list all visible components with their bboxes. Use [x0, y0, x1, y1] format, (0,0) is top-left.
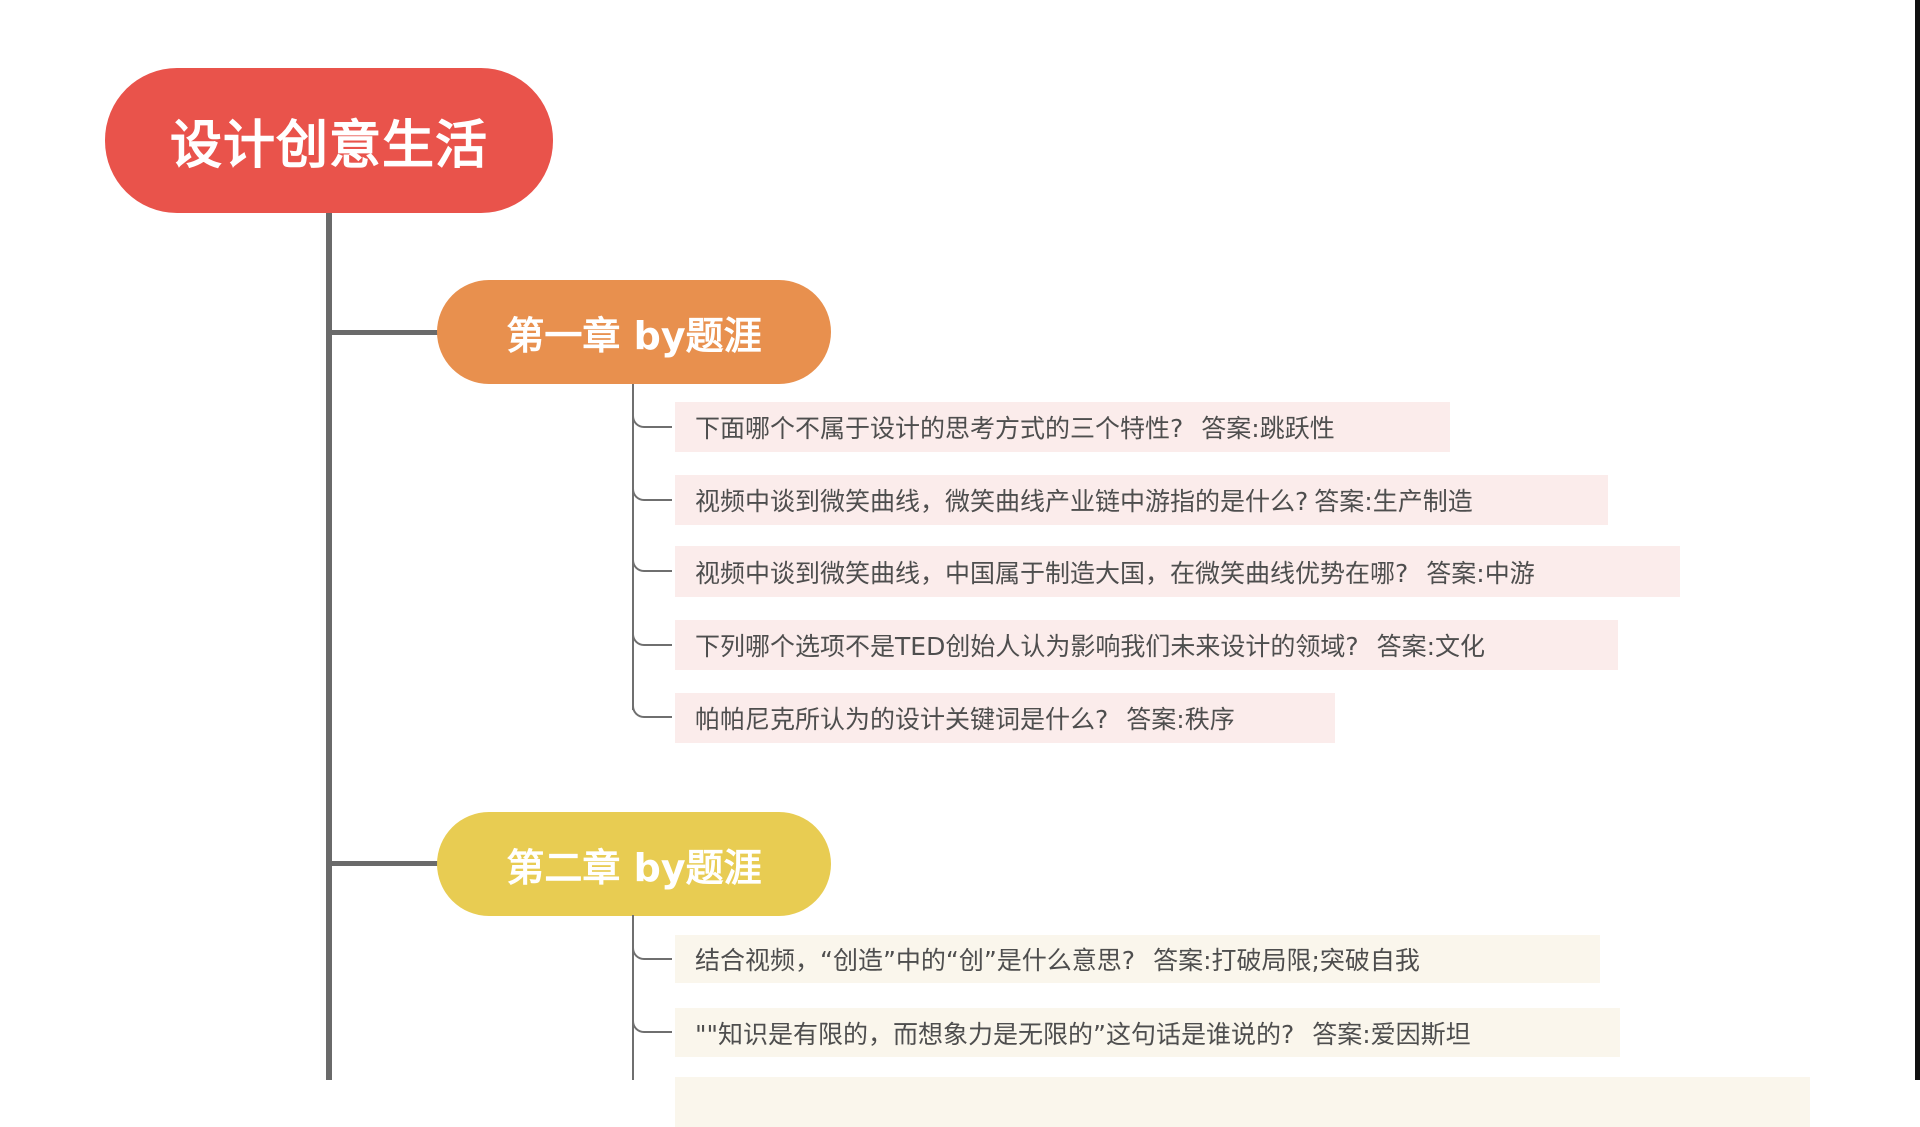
- item-connector: [632, 483, 672, 501]
- window-border-right: [1915, 0, 1920, 1080]
- trunk-connector: [326, 210, 332, 1080]
- item-connector: [632, 1015, 672, 1033]
- question-text: 视频中谈到微笑曲线，微笑曲线产业链中游指的是什么?: [695, 487, 1309, 516]
- chapter-1-label: 第一章 by题涯: [506, 313, 762, 358]
- chapter-2-topic[interactable]: 第二章 by题涯: [437, 812, 831, 916]
- branch-connector-chapter-2: [329, 861, 439, 866]
- question-item[interactable]: 视频中谈到微笑曲线，微笑曲线产业链中游指的是什么? 答案:生产制造: [675, 475, 1608, 525]
- question-item[interactable]: 视频中谈到微笑曲线，中国属于制造大国，在微笑曲线优势在哪? 答案:中游: [675, 546, 1680, 597]
- root-topic-label: 设计创意生活: [169, 116, 488, 176]
- answer-text: 答案:打破局限;突破自我: [1153, 946, 1420, 975]
- question-text: 下面哪个不属于设计的思考方式的三个特性?: [695, 414, 1184, 443]
- answer-text: 答案:秩序: [1126, 705, 1235, 734]
- question-text: 视频中谈到微笑曲线，中国属于制造大国，在微笑曲线优势在哪?: [695, 558, 1409, 588]
- question-text: 结合视频，“创造”中的“创”是什么意思?: [695, 946, 1136, 975]
- answer-text: 答案:生产制造: [1314, 487, 1473, 516]
- question-item[interactable]: ""知识是有限的，而想象力是无限的”这句话是谁说的? 答案:爱因斯坦: [675, 1008, 1620, 1057]
- chapter-2-children-line: [632, 915, 634, 1080]
- item-connector: [632, 700, 672, 718]
- question-text: 下列哪个选项不是TED创始人认为影响我们未来设计的领域?: [695, 632, 1359, 661]
- mindmap-canvas: 设计创意生活 第一章 by题涯 下面哪个不属于设计的思考方式的三个特性? 答案:…: [105, 68, 1810, 1127]
- answer-text: 答案:爱因斯坦: [1312, 1019, 1471, 1049]
- item-connector: [632, 554, 672, 572]
- question-item[interactable]: 结合视频，“创造”中的“创”是什么意思? 答案:打破局限;突破自我: [675, 935, 1600, 983]
- chapter-1-topic[interactable]: 第一章 by题涯: [437, 280, 831, 384]
- question-text: ""知识是有限的，而想象力是无限的”这句话是谁说的?: [695, 1019, 1295, 1049]
- question-item[interactable]: 帕帕尼克所认为的设计关键词是什么? 答案:秩序: [675, 693, 1335, 743]
- answer-text: 答案:文化: [1376, 632, 1486, 661]
- question-item[interactable]: 下面哪个不属于设计的思考方式的三个特性? 答案:跳跃性: [675, 402, 1450, 452]
- chapter-2-label: 第二章 by题涯: [506, 845, 762, 890]
- item-connector: [632, 628, 672, 646]
- item-connector: [632, 942, 672, 960]
- question-item[interactable]: 下列哪个选项不是TED创始人认为影响我们未来设计的领域? 答案:文化: [675, 620, 1618, 670]
- question-item-partial[interactable]: [675, 1077, 1810, 1127]
- chapter-1-children-line: [632, 384, 634, 710]
- branch-connector-chapter-1: [329, 330, 439, 335]
- answer-text: 答案:中游: [1426, 558, 1535, 588]
- answer-text: 答案:跳跃性: [1201, 414, 1335, 443]
- root-topic[interactable]: 设计创意生活: [105, 68, 553, 213]
- item-connector: [632, 410, 672, 428]
- question-text: 帕帕尼克所认为的设计关键词是什么?: [695, 705, 1109, 734]
